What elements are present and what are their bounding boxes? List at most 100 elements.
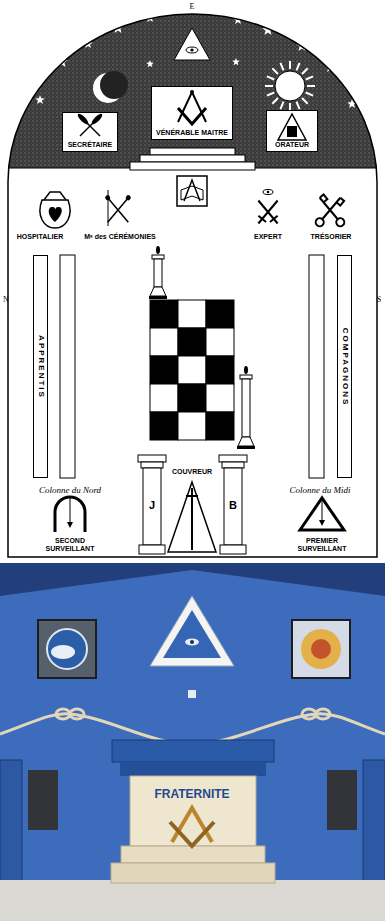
quill-feather xyxy=(76,112,89,125)
column-name: COMPAGNONS xyxy=(340,327,349,406)
altar-book xyxy=(181,186,203,200)
candle xyxy=(237,366,255,449)
level-line xyxy=(322,500,323,520)
moon-plate xyxy=(38,620,96,678)
chair xyxy=(327,770,357,830)
side-panel xyxy=(363,760,385,885)
officer-name: TRÉSORIER xyxy=(311,233,352,241)
pedestal-step xyxy=(111,863,275,883)
officer-name: SECOND SURVEILLANT xyxy=(39,537,101,553)
sun-plate-disc xyxy=(301,629,341,669)
altar-compass xyxy=(184,180,200,201)
pillar-capital xyxy=(138,455,166,462)
officer-name: SECRÉTAIRE xyxy=(68,141,113,149)
tyler-triangle xyxy=(168,482,216,552)
sun-ray xyxy=(297,102,300,109)
sun-ray xyxy=(265,85,273,87)
treasurer-keys-bit xyxy=(336,198,344,206)
column-title: Colonne du Midi xyxy=(290,485,351,495)
compass-point: E xyxy=(190,2,195,11)
pavement-tile xyxy=(178,384,206,412)
officer-name: HOSPITALIER xyxy=(17,233,64,241)
treasurer-keys-bit xyxy=(320,195,328,203)
pillar-neck xyxy=(222,462,244,468)
level-bob xyxy=(319,520,325,526)
pillar-letter: B xyxy=(229,499,237,512)
rope-knot xyxy=(316,709,330,719)
candle-flame xyxy=(156,246,160,254)
desk-front xyxy=(120,762,266,776)
expert-swords-shaft xyxy=(258,201,277,224)
photo-eye xyxy=(185,639,199,646)
pavement-tile xyxy=(150,300,178,328)
sun-plate xyxy=(292,620,350,678)
sun-ray xyxy=(267,93,274,96)
rope-knot xyxy=(302,709,316,719)
column-band: APPRENTIS xyxy=(33,255,48,478)
rope-knot xyxy=(70,709,84,719)
officer-name: COUVREUR xyxy=(172,468,212,476)
candle-base xyxy=(150,287,166,296)
officer-box-ground xyxy=(62,112,118,152)
ceremony-rods-shaft xyxy=(108,198,129,223)
orator-triangle xyxy=(278,114,306,140)
expert-swords-guard xyxy=(270,216,278,222)
column-band xyxy=(60,255,75,478)
sun-ray xyxy=(272,68,278,74)
sun-ray xyxy=(307,85,315,87)
photo-pupil xyxy=(190,640,194,644)
sun-ray xyxy=(306,93,313,96)
compass xyxy=(178,92,206,122)
star xyxy=(35,95,45,104)
sun-plate-core xyxy=(311,639,331,659)
temple-outline xyxy=(8,14,377,557)
side-panel xyxy=(0,760,22,885)
box-grounds xyxy=(62,86,318,152)
photo-delta xyxy=(150,596,234,666)
pillar xyxy=(219,455,247,554)
treasurer-keys-bow xyxy=(335,217,346,228)
candle-shaft xyxy=(242,379,250,437)
sun xyxy=(265,61,315,111)
quill-feather xyxy=(90,112,103,125)
pillar-shaft xyxy=(224,468,242,545)
column-name: APPRENTIS xyxy=(36,335,45,399)
sun-ray xyxy=(272,98,278,104)
photo-floor xyxy=(0,880,385,921)
pavement-tile xyxy=(206,328,234,356)
sky-stipple xyxy=(0,0,385,168)
officer-name: Mᵉ des CÉRÉMONIES xyxy=(84,233,155,241)
candle-foot xyxy=(237,446,255,449)
gold-compass xyxy=(172,808,212,842)
officer-box-ground xyxy=(266,110,318,152)
officer-name: EXPERT xyxy=(254,233,282,241)
pillar-letter: J xyxy=(149,499,155,512)
candle-cap xyxy=(152,255,164,259)
pavement-tile xyxy=(178,412,206,440)
pavement-tile xyxy=(178,328,206,356)
tyler-sword-guard xyxy=(186,495,198,497)
pillar-neck xyxy=(141,462,163,468)
altar-box xyxy=(177,176,207,206)
moon-plate-crescent xyxy=(51,645,75,659)
treasurer-keys-piece xyxy=(314,195,344,228)
candle-shaft xyxy=(154,259,162,287)
purse xyxy=(40,200,70,228)
symbols xyxy=(76,90,306,140)
gold-square xyxy=(170,822,214,846)
photo-ceiling xyxy=(0,563,385,596)
candle-foot xyxy=(149,296,167,299)
pavement-tile xyxy=(206,412,234,440)
purse-neck xyxy=(44,192,66,200)
sun-ray xyxy=(267,76,274,79)
ceremony-sword xyxy=(108,190,109,226)
pupil xyxy=(190,48,193,51)
officer-box-ground xyxy=(151,86,233,140)
temple-photo xyxy=(0,563,385,921)
sun-ray xyxy=(280,63,283,70)
treasurer-keys xyxy=(314,195,347,229)
photo-star xyxy=(188,690,196,698)
star xyxy=(56,56,67,67)
